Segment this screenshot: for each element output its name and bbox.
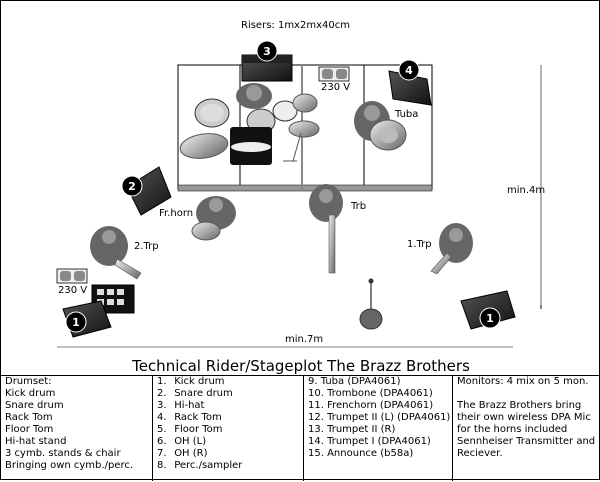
drumset-line: Snare drum [5, 400, 64, 411]
width-label: min.7m [283, 334, 326, 346]
monitor-1-left-number: 1 [72, 316, 80, 329]
channel-row: 13. Trumpet II (R) [308, 424, 396, 435]
drumset-line: Rack Tom [5, 412, 53, 423]
power-outlet-top [318, 66, 350, 82]
channel-row: 4. Rack Tom [157, 412, 222, 423]
tuba-player [354, 101, 407, 151]
monitors-note: Monitors: 4 mix on 5 mon. [457, 376, 589, 387]
dimension-lines [57, 65, 542, 348]
notes-column: Monitors: 4 mix on 5 mon. The Brazz Brot… [453, 376, 597, 481]
channel-row: 8. Perc./sampler [157, 460, 243, 471]
french-horn-label: Fr.horn [159, 208, 194, 219]
monitor-4 [388, 59, 432, 106]
depth-label: min.4m [507, 185, 546, 196]
monitor-1-left [62, 300, 112, 338]
channel-row: 11. Frenchorn (DPA4061) [308, 400, 434, 411]
drumset-line: Floor Tom [5, 424, 54, 435]
drumset-column: Drumset: Kick drum Snare drum Rack Tom F… [1, 376, 153, 481]
channel-row: 12. Trumpet II (L) (DPA4061) [308, 412, 451, 423]
stage-diagram: 3 [56, 40, 542, 348]
trumpet-2-player [90, 226, 142, 280]
announce-mic-stand [359, 278, 383, 330]
power-left-label: 230 V [58, 285, 88, 296]
french-horn-player [191, 196, 236, 241]
monitor-3 [241, 40, 293, 82]
tech-table: Drumset: Kick drum Snare drum Rack Tom F… [1, 375, 600, 482]
channel-row: 1. Kick drum [157, 376, 225, 387]
tuba-label: Tuba [395, 109, 419, 120]
trumpet-1-player [430, 223, 473, 275]
monitor-3-number: 3 [263, 45, 271, 58]
power-top-label: 230 V [321, 82, 351, 93]
channel-row: 5. Floor Tom [157, 424, 223, 435]
monitor-1-right [460, 290, 516, 330]
monitor-4-number: 4 [405, 64, 413, 77]
trumpet-2-label: 2.Trp [134, 241, 159, 252]
drumset-line: Drumset: [5, 376, 52, 387]
drumset-line: Kick drum [5, 388, 56, 399]
power-outlet-left [56, 268, 88, 284]
drumset-line: Hi-hat stand [5, 436, 67, 447]
channel-row: 3. Hi-hat [157, 400, 205, 411]
risers-label: Risers: 1mx2mx40cm [241, 20, 350, 31]
channel-row: 6. OH (L) [157, 436, 207, 447]
channels-column-b: 9. Tuba (DPA4061) 10. Trombone (DPA4061)… [304, 376, 453, 481]
trumpet-1-label: 1.Trp [407, 239, 432, 250]
trombone-player [309, 184, 343, 274]
drumset-line: 3 cymb. stands & chair [5, 448, 121, 459]
drumset-line: Bringing own cymb./perc. [5, 460, 134, 471]
channels-column-a: 1. Kick drum 2. Snare drum 3. Hi-hat 4. … [153, 376, 304, 481]
channel-row: 10. Trombone (DPA4061) [308, 388, 433, 399]
channel-row: 15. Announce (b58a) [308, 448, 414, 459]
channel-row: 9. Tuba (DPA4061) [308, 376, 401, 387]
monitor-2 [121, 166, 172, 216]
trombone-label: Trb [351, 201, 367, 212]
channel-row: 7. OH (R) [157, 448, 208, 459]
wireless-note: The Brazz Brothers bring their own wirel… [457, 400, 596, 459]
channel-row: 2. Snare drum [157, 388, 233, 399]
channel-row: 14. Trumpet I (DPA4061) [308, 436, 431, 447]
monitor-1-right-number: 1 [486, 312, 494, 325]
drum-kit [179, 83, 320, 165]
monitor-2-number: 2 [128, 180, 136, 193]
page-title: Technical Rider/Stageplot The Brazz Brot… [132, 357, 470, 375]
